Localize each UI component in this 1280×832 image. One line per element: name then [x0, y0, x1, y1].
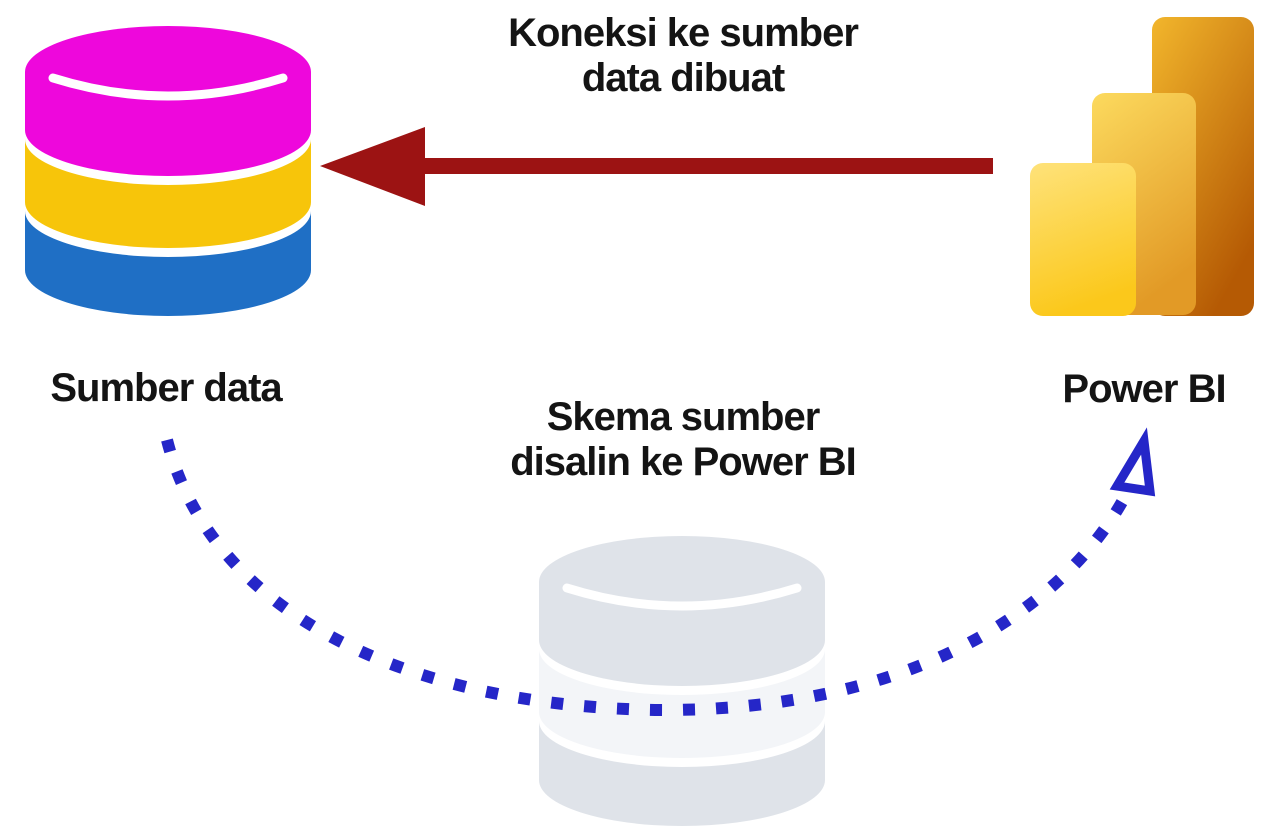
powerbi-bar-front	[1030, 163, 1136, 316]
arrow-left-icon	[320, 127, 993, 206]
ghost-db-top-band	[539, 536, 825, 686]
caption-schema: Skema sumber disalin ke Power BI	[383, 395, 983, 485]
db-top-band	[25, 26, 311, 176]
dotted-curve-arrowhead-icon	[1109, 427, 1156, 497]
caption-schema-line1: Skema sumber	[546, 395, 821, 439]
caption-connection: Koneksi ke sumber data dibuat	[383, 11, 983, 101]
source-database-label: Sumber data	[50, 366, 282, 410]
caption-schema-line2: disalin ke Power BI	[510, 440, 857, 484]
source-database-icon	[25, 26, 311, 316]
ghost-db-bottom-band	[539, 721, 825, 826]
caption-connection-line2: data dibuat	[581, 56, 785, 100]
caption-connection-line1: Koneksi ke sumber	[508, 11, 859, 55]
db-bottom-band	[25, 211, 311, 316]
db-middle-band	[25, 139, 311, 248]
ghost-database-icon	[539, 536, 825, 826]
db-highlight-crescent	[48, 73, 288, 101]
powerbi-bars-icon	[1030, 17, 1254, 316]
powerbi-label: Power BI	[1062, 367, 1226, 411]
